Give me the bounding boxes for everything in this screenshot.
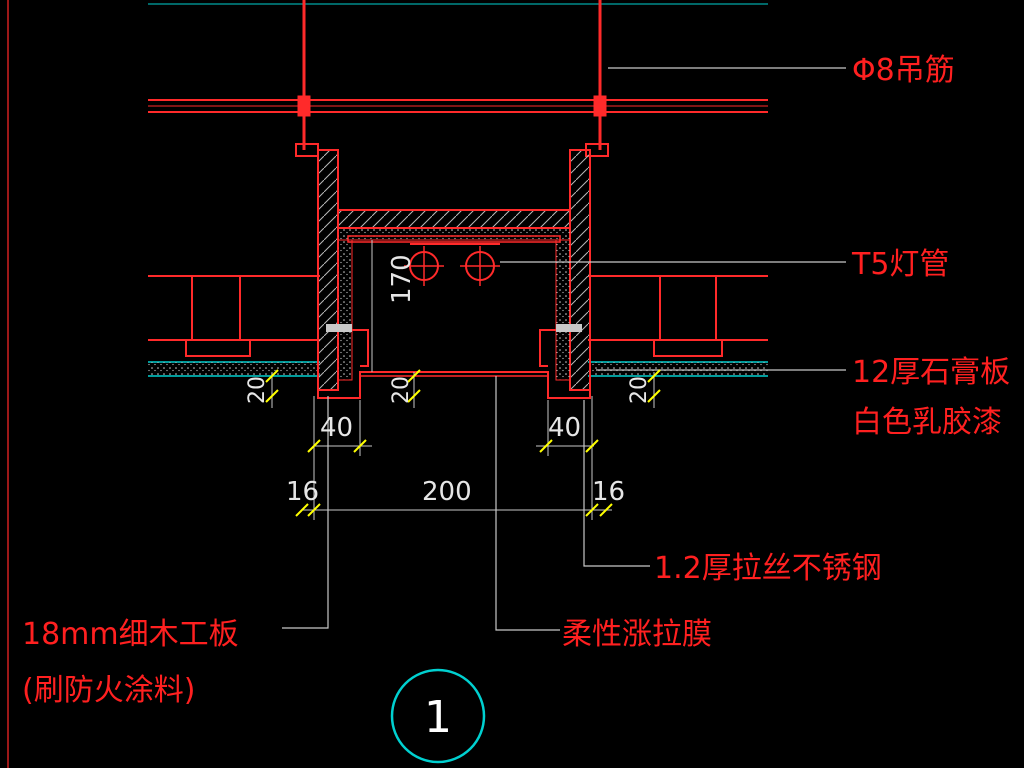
- dim-height-170: 170: [387, 254, 417, 304]
- dim-right-16: 16: [592, 477, 625, 507]
- lamp-box: [317, 149, 591, 399]
- dim-left-20: 20: [245, 376, 270, 404]
- label-lamp: T5灯管: [851, 247, 949, 282]
- detail-number: 1: [424, 692, 452, 743]
- label-hanger: Φ8吊筋: [852, 53, 955, 88]
- top-slab: [148, 3, 768, 113]
- dimension-ticks: [265, 369, 661, 517]
- dim-left-16: 16: [286, 477, 319, 507]
- dimension-lines: [271, 240, 655, 520]
- dim-width-200: 200: [422, 477, 472, 507]
- dim-right-20: 20: [627, 376, 652, 404]
- label-film: 柔性涨拉膜: [562, 617, 712, 652]
- leader-lines: [282, 67, 846, 631]
- hanger-rods: [295, 0, 609, 157]
- detail-marker: 1: [390, 668, 486, 764]
- label-steel: 1.2厚拉丝不锈钢: [654, 551, 882, 586]
- right-ceiling: [588, 275, 768, 377]
- label-wood-line1: 18mm细木工板: [22, 617, 239, 652]
- dim-mid-20: 20: [389, 376, 414, 404]
- left-ceiling: [148, 275, 320, 377]
- dim-left-40: 40: [320, 413, 353, 443]
- label-board-line2: 白色乳胶漆: [852, 405, 1002, 440]
- label-wood-line2: (刷防火涂料): [22, 673, 195, 708]
- dim-right-40: 40: [548, 413, 581, 443]
- t5-lamp-tubes: [404, 243, 500, 286]
- label-board-line1: 12厚石膏板: [852, 355, 1010, 390]
